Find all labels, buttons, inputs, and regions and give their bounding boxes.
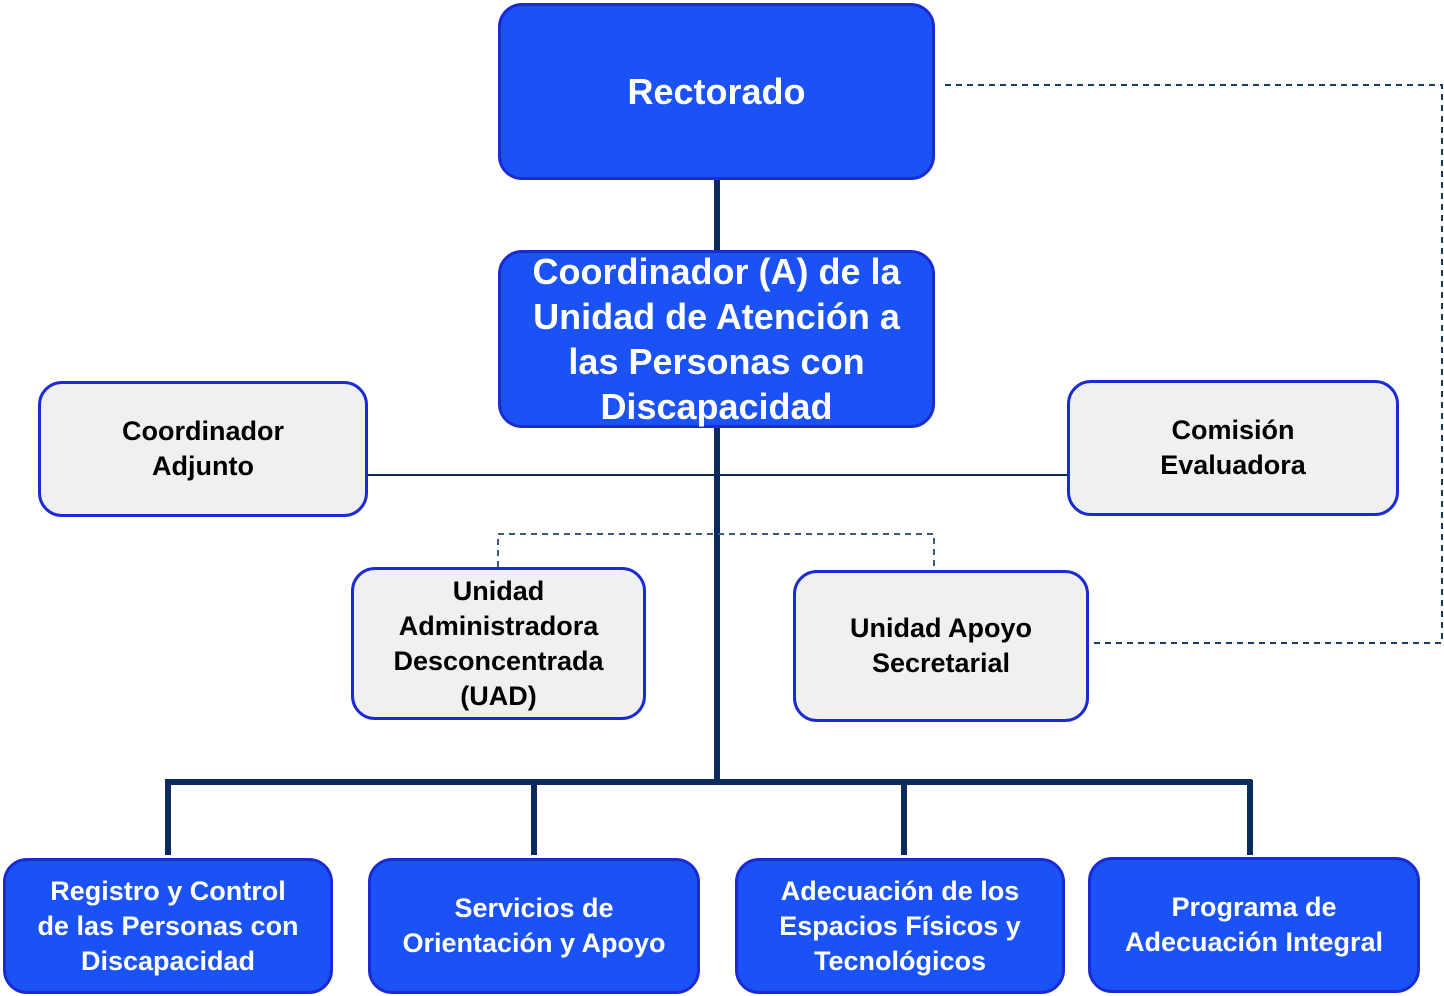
node-adecuacion-espacios: Adecuación de los Espacios Físicos y Tec… bbox=[735, 858, 1065, 994]
node-rectorado: Rectorado bbox=[498, 3, 935, 180]
node-coordinador: Coordinador (A) de la Unidad de Atención… bbox=[498, 250, 935, 428]
node-unidad-apoyo-secretarial: Unidad Apoyo Secretarial bbox=[793, 570, 1089, 722]
node-coordinador-adjunto: Coordinador Adjunto bbox=[38, 381, 368, 517]
dashed-link-rectorado-apoyo bbox=[945, 84, 1443, 644]
node-programa-adecuacion: Programa de Adecuación Integral bbox=[1088, 857, 1420, 993]
node-servicios-orientacion: Servicios de Orientación y Apoyo bbox=[368, 858, 700, 994]
dashed-link-uad-apoyo bbox=[497, 533, 935, 570]
node-uad: Unidad Administradora Desconcentrada (UA… bbox=[351, 567, 646, 720]
node-comision-evaluadora: Comisión Evaluadora bbox=[1067, 380, 1399, 516]
node-registro-control: Registro y Control de las Personas con D… bbox=[3, 858, 333, 994]
